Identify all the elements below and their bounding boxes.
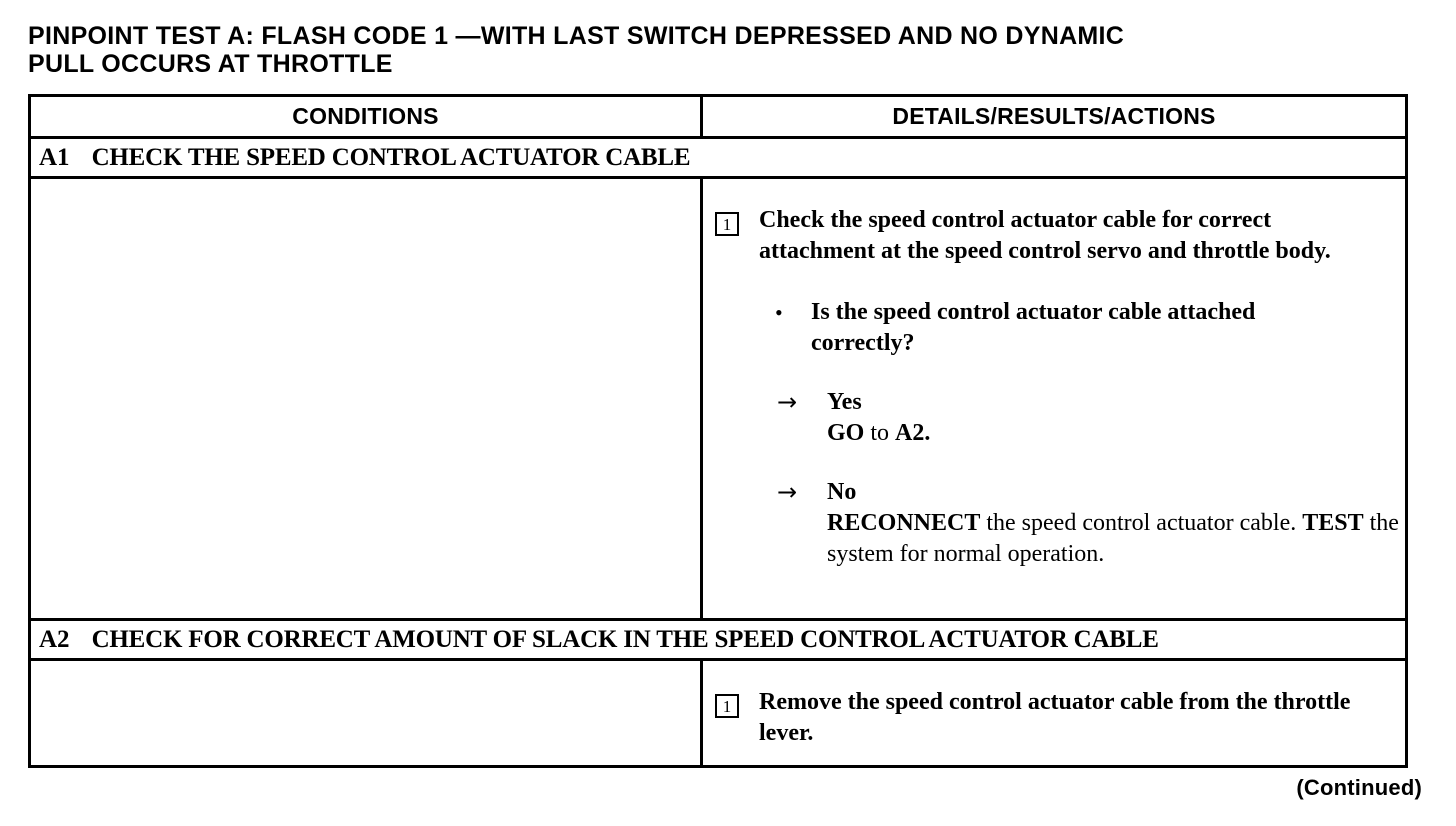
step-number-box: 1 — [715, 694, 739, 718]
conditions-cell-a1 — [31, 179, 703, 618]
bullet-icon: • — [775, 300, 783, 325]
step-item: 1 Remove the speed control actuator cabl… — [703, 661, 1405, 749]
section-heading-a1: CHECK THE SPEED CONTROL ACTUATOR CABLE — [91, 143, 691, 171]
section-code-a2: A2 — [39, 625, 70, 653]
continued-note: (Continued) — [1296, 775, 1422, 800]
column-header-conditions: CONDITIONS — [31, 97, 703, 136]
branch-no-body: No RECONNECT the speed control actuator … — [827, 477, 1405, 570]
page-title: PINPOINT TEST A: FLASH CODE 1 —WITH LAST… — [28, 22, 1398, 78]
section-heading-a2: CHECK FOR CORRECT AMOUNT OF SLACK IN THE… — [91, 625, 1159, 653]
column-header-details: DETAILS/RESULTS/ACTIONS — [892, 103, 1216, 129]
branch-yes-connector: to — [864, 420, 896, 446]
branch-no-action-2: TEST — [1302, 510, 1364, 536]
section-content-a2: 1 Remove the speed control actuator cabl… — [31, 661, 1405, 766]
section-banner-a2: A2 CHECK FOR CORRECT AMOUNT OF SLACK IN … — [31, 621, 1405, 661]
arrow-right-icon: → — [777, 388, 798, 416]
branch-no-connector-2: the system for normal operation. — [827, 510, 1399, 567]
question-item: • Is the speed control actuator cable at… — [703, 297, 1405, 359]
arrow-right-icon: → — [777, 478, 798, 506]
branch-no-detail: RECONNECT the speed control actuator cab… — [827, 508, 1405, 570]
step-text: Remove the speed control actuator cable … — [759, 689, 1351, 746]
details-cell-a1: 1 Check the speed control actuator cable… — [703, 179, 1405, 618]
branch-yes-detail: GO to A2. — [827, 418, 930, 449]
step-item: 1 Check the speed control actuator cable… — [703, 179, 1405, 267]
question-text: Is the speed control actuator cable atta… — [811, 299, 1256, 356]
branch-no: → No RECONNECT the speed control actuato… — [703, 477, 1405, 570]
branch-no-connector-1: the speed control actuator cable. — [980, 510, 1303, 536]
branch-yes-body: Yes GO to A2. — [827, 387, 930, 449]
pinpoint-test-table: CONDITIONS DETAILS/RESULTS/ACTIONS A1 CH… — [28, 94, 1408, 768]
branch-no-label: No — [827, 479, 857, 505]
page-title-line-2: PULL OCCURS AT THROTTLE — [28, 50, 393, 78]
details-cell-a2: 1 Remove the speed control actuator cabl… — [703, 661, 1405, 766]
section-banner-a1: A1 CHECK THE SPEED CONTROL ACTUATOR CABL… — [31, 139, 1405, 179]
step-number-box: 1 — [715, 212, 739, 236]
branch-yes-target: A2. — [895, 420, 931, 446]
step-text: Check the speed control actuator cable f… — [759, 207, 1331, 264]
conditions-cell-a2 — [31, 661, 703, 766]
page-title-line-1: PINPOINT TEST A: FLASH CODE 1 —WITH LAST… — [28, 22, 1125, 50]
branch-yes-action: GO — [827, 420, 865, 446]
branch-no-action-1: RECONNECT — [827, 510, 981, 536]
section-content-a1: 1 Check the speed control actuator cable… — [31, 179, 1405, 621]
branch-yes: → Yes GO to A2. — [703, 387, 1405, 449]
section-code-a1: A1 — [39, 143, 70, 171]
table-header-row: CONDITIONS DETAILS/RESULTS/ACTIONS — [31, 97, 1405, 139]
branch-yes-label: Yes — [827, 389, 862, 415]
